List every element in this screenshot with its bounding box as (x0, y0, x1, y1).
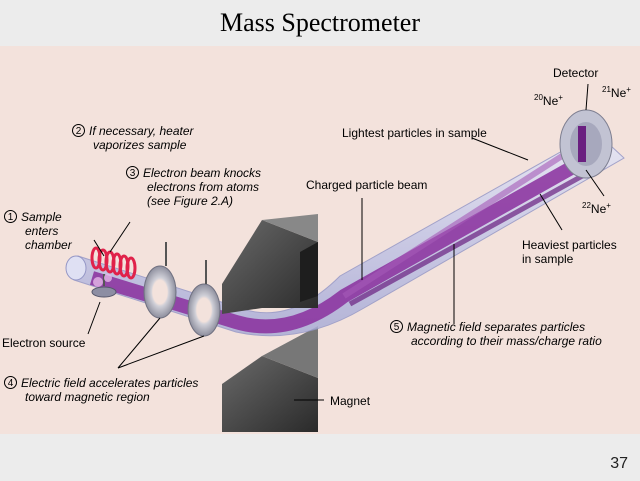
electron-source (91, 274, 117, 298)
step3-label: 3 Electron beam knocks electrons from ato… (126, 166, 261, 208)
ne20-mass: 20 (534, 93, 543, 102)
step2-line2: vaporizes sample (93, 138, 187, 152)
step2-label: 2 If necessary, heater vaporizes sample (72, 124, 194, 152)
ne20-charge: + (558, 93, 563, 102)
leader-lines (87, 83, 605, 401)
magnet-lower (222, 326, 318, 432)
heaviest-particles-label: Heaviest particles in sample (522, 238, 617, 266)
heaviest-line1: Heaviest particles (522, 238, 617, 252)
step1-line3: chamber (25, 238, 72, 252)
ne20-symbol: Ne (542, 94, 559, 108)
step3-line2: electrons from atoms (147, 180, 260, 194)
magnet-upper (222, 214, 318, 314)
step5-line2: according to their mass/charge ratio (411, 334, 602, 348)
ne22-symbol: Ne (590, 202, 607, 216)
step4-line1: Electric field accelerates particles (21, 376, 199, 390)
step1-line1: Sample (21, 210, 62, 224)
ne21-label: 21Ne+ (602, 85, 631, 101)
heaviest-line2: in sample (522, 252, 574, 266)
step1-label: 1 Sample enters chamber (4, 210, 72, 252)
ne22-label: 22Ne+ (582, 201, 611, 217)
electron-source-label: Electron source (2, 336, 86, 350)
ne21-symbol: Ne (610, 86, 627, 100)
step1-number: 1 (4, 210, 17, 223)
step2-line1: If necessary, heater (89, 124, 194, 138)
step4-line2: toward magnetic region (25, 390, 150, 404)
step3-line1: Electron beam knocks (143, 166, 262, 180)
charged-beam-label: Charged particle beam (306, 178, 428, 192)
step3-line3: (see Figure 2.A) (147, 194, 234, 208)
accelerator-ring-2 (187, 260, 221, 337)
lightest-particles-label: Lightest particles in sample (342, 126, 487, 140)
page-number: 37 (610, 455, 628, 472)
slide-title: Mass Spectrometer (219, 8, 420, 37)
heater-coil (90, 246, 137, 280)
step5-line1: Magnetic field separates particles (407, 320, 586, 334)
step1-line2: enters (25, 224, 59, 238)
step2-number: 2 (72, 124, 85, 137)
ne22-charge: + (606, 201, 611, 210)
particle-beam (89, 135, 606, 334)
step5-number: 5 (390, 320, 403, 333)
step4-number: 4 (4, 376, 17, 389)
step5-label: 5 Magnetic field separates particles acco… (390, 320, 602, 348)
ne22-mass: 22 (582, 201, 591, 210)
magnet-label: Magnet (330, 394, 371, 408)
step4-label: 4 Electric field accelerates particles to… (4, 376, 198, 404)
ne21-charge: + (626, 85, 631, 94)
ne21-mass: 21 (602, 85, 611, 94)
accelerator-ring-1 (143, 242, 177, 319)
spectrometer-illustration (65, 83, 625, 432)
detector (559, 109, 613, 179)
mass-spectrometer-figure: 1 Sample enters chamber 2 If necessary, he… (0, 46, 640, 434)
step3-number: 3 (126, 166, 139, 179)
detector-label: Detector (553, 66, 599, 80)
ne20-label: 20Ne+ (534, 93, 563, 109)
